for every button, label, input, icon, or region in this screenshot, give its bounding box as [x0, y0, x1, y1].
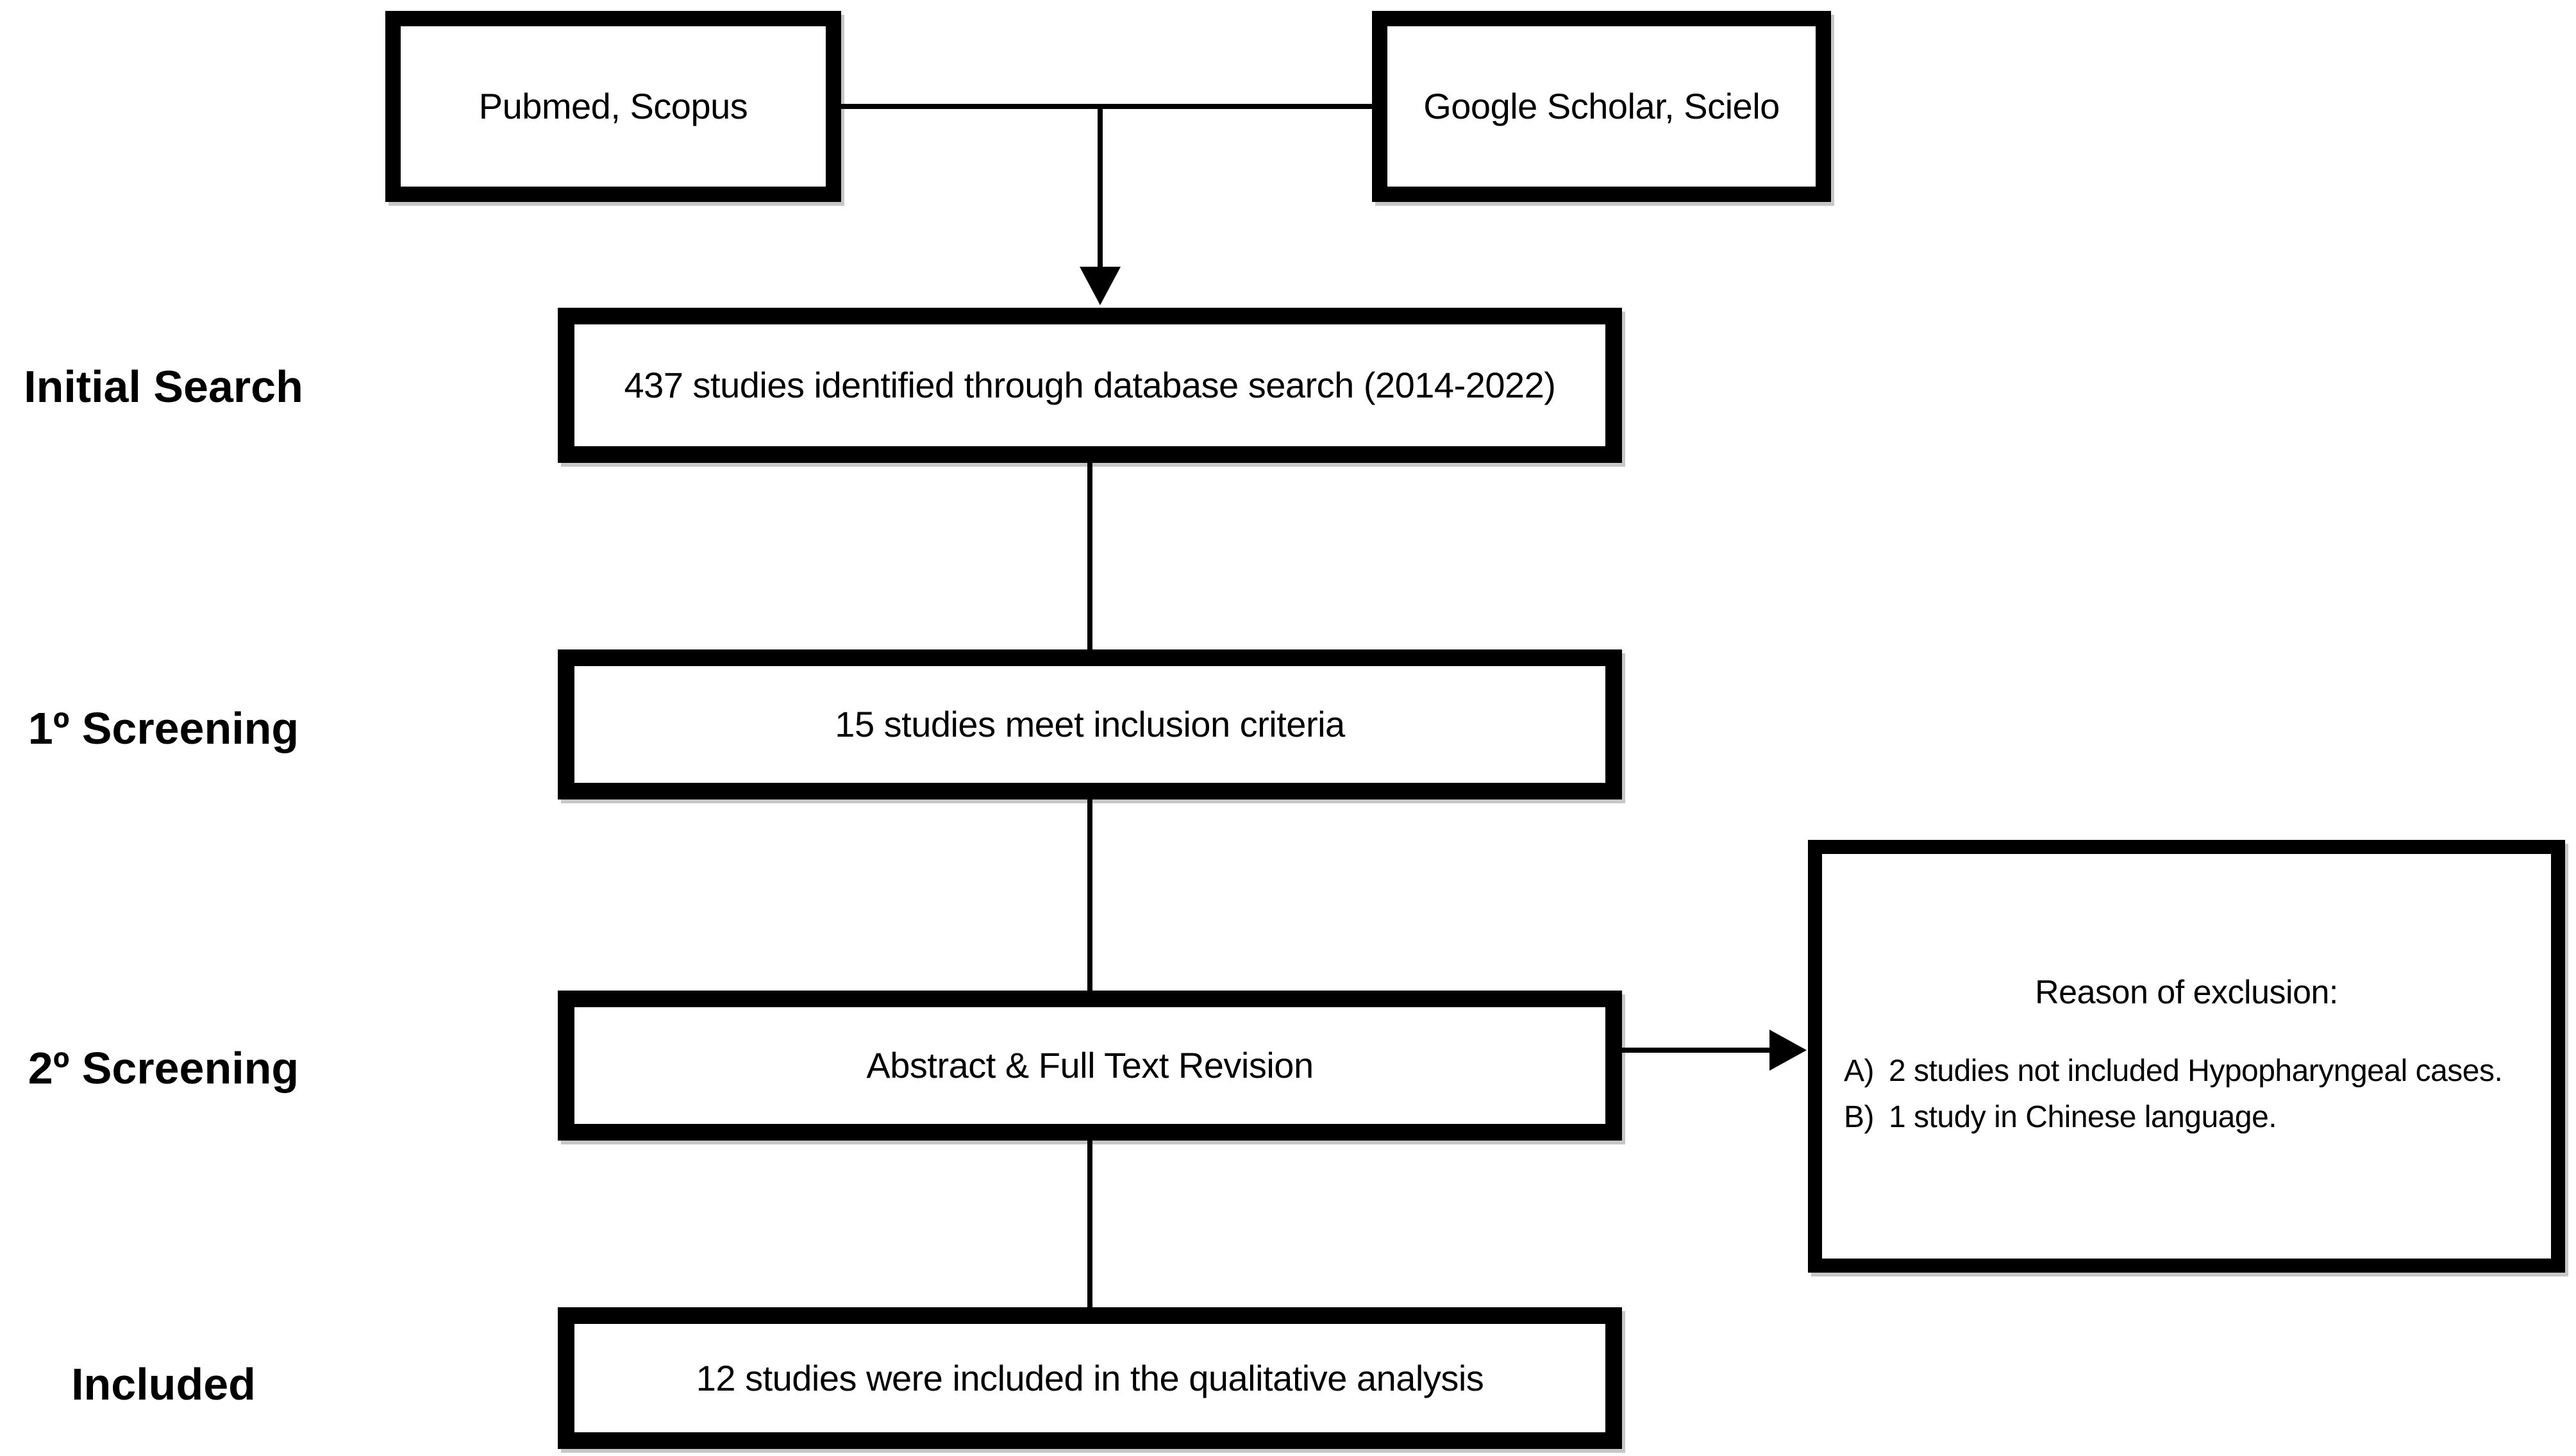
- stage-label-second-screening: 2º Screening: [28, 1043, 299, 1093]
- second-screening-box-text: Abstract & Full Text Revision: [866, 1045, 1314, 1085]
- connector-sources-horizontal-line: [841, 104, 1372, 109]
- stage-label-initial-search: Initial Search: [24, 362, 303, 412]
- exclusion-item-a-text: 2 studies not included Hypopharyngeal ca…: [1889, 1054, 2503, 1088]
- source-box-pubmed-scopus: Pubmed, Scopus: [385, 11, 841, 202]
- initial-search-box-text: 437 studies identified through database …: [624, 365, 1556, 405]
- exclusion-item-a: A) 2 studies not included Hypopharyngeal…: [1844, 1048, 2537, 1094]
- first-screening-box-text: 15 studies meet inclusion criteria: [835, 704, 1345, 744]
- exclusion-title: Reason of exclusion:: [2035, 974, 2338, 1011]
- first-screening-box: 15 studies meet inclusion criteria: [558, 649, 1622, 799]
- connector-initial-to-first-screening: [1087, 463, 1092, 651]
- down-arrowhead-icon: [1080, 267, 1121, 305]
- exclusion-item-b-text: 1 study in Chinese language.: [1889, 1100, 2277, 1134]
- source-box-google-scholar-scielo-text: Google Scholar, Scielo: [1423, 86, 1780, 126]
- source-box-pubmed-scopus-text: Pubmed, Scopus: [478, 86, 748, 126]
- included-box: 12 studies were included in the qualitat…: [558, 1307, 1622, 1449]
- exclusion-item-b: B) 1 study in Chinese language.: [1844, 1094, 2537, 1141]
- exclusion-item-b-prefix: B): [1844, 1100, 1875, 1134]
- exclusion-items-list: A) 2 studies not included Hypopharyngeal…: [1836, 1048, 2537, 1141]
- connector-exclusion-shaft: [1622, 1048, 1772, 1053]
- exclusion-item-a-prefix: A): [1844, 1054, 1875, 1088]
- included-box-text: 12 studies were included in the qualitat…: [696, 1357, 1484, 1398]
- connector-second-screening-to-included: [1087, 1141, 1092, 1309]
- right-arrowhead-icon: [1769, 1030, 1807, 1071]
- initial-search-box: 437 studies identified through database …: [558, 308, 1622, 463]
- stage-label-first-screening: 1º Screening: [28, 703, 299, 753]
- source-box-google-scholar-scielo: Google Scholar, Scielo: [1372, 11, 1831, 202]
- connector-sources-down-shaft: [1098, 104, 1103, 269]
- exclusion-reasons-box: Reason of exclusion: A) 2 studies not in…: [1808, 840, 2565, 1273]
- second-screening-box: Abstract & Full Text Revision: [558, 991, 1622, 1141]
- connector-first-to-second-screening: [1087, 799, 1092, 992]
- stage-label-included: Included: [71, 1359, 256, 1409]
